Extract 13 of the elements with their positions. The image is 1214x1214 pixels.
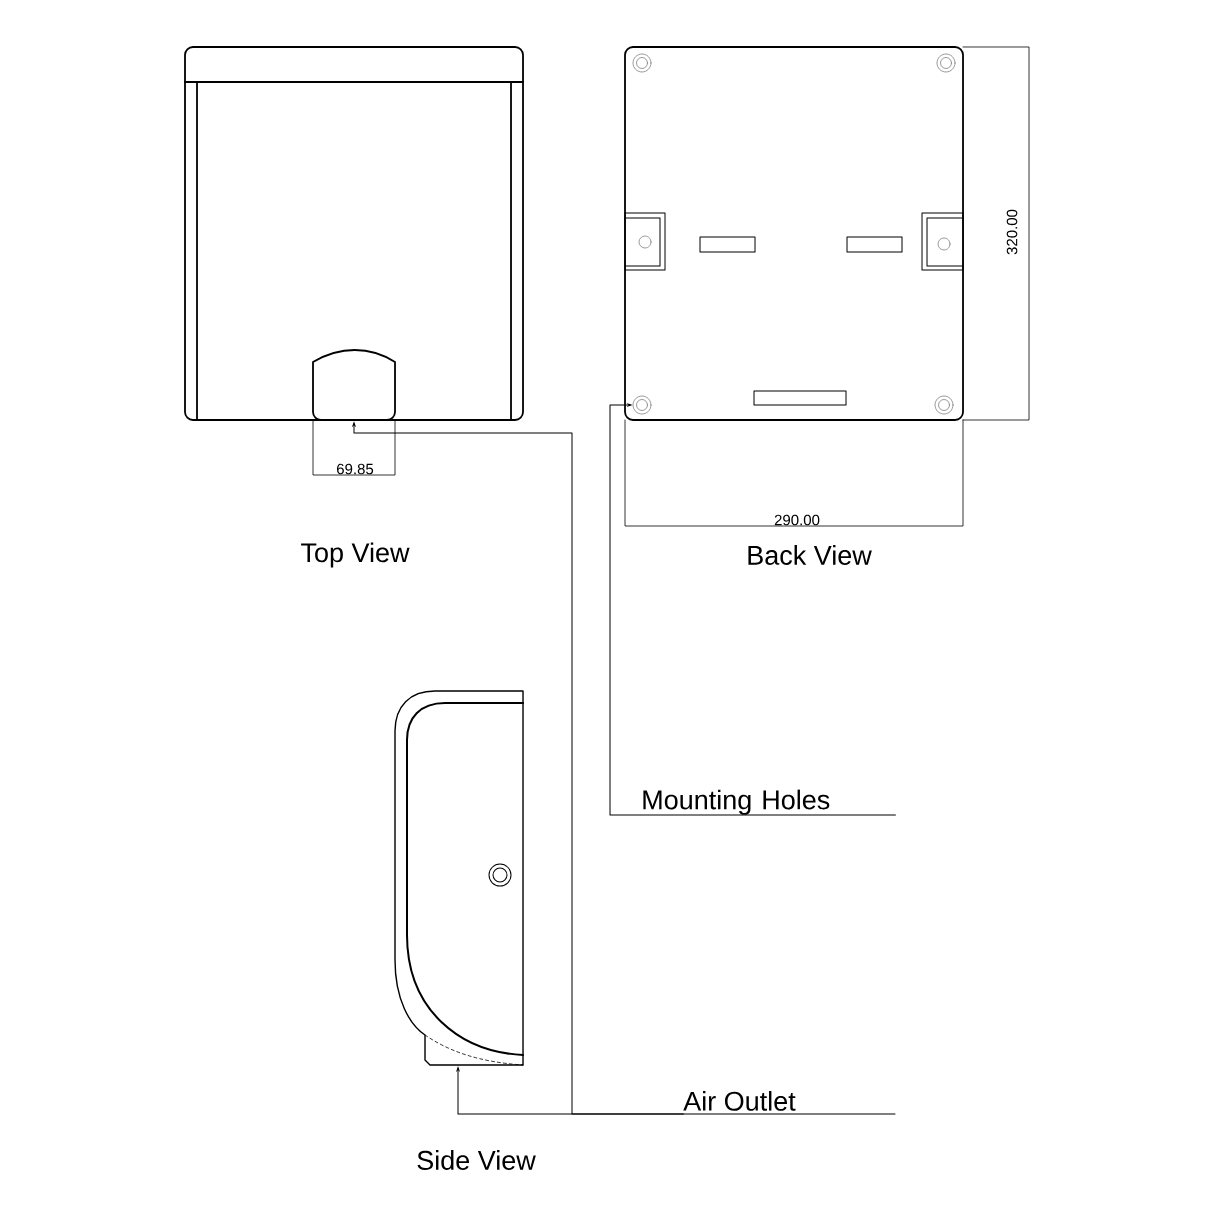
view-caption: Top View [301,542,410,568]
leader-line [456,1067,684,1115]
view-caption: Side View [417,1150,536,1170]
dimension-value: 69.85 [337,463,374,475]
leader-label: Mounting Holes [643,789,830,815]
side-view-drawing [394,690,524,1066]
outlet-drawing [312,349,396,421]
dimension-value: 320.00 [1006,209,1018,255]
mounting-hole [632,395,652,415]
leader-line [609,403,896,816]
view-caption: Back View [748,545,872,565]
dimension-value: 290.00 [774,514,820,526]
leader-label: Air Outlet [682,1091,896,1115]
